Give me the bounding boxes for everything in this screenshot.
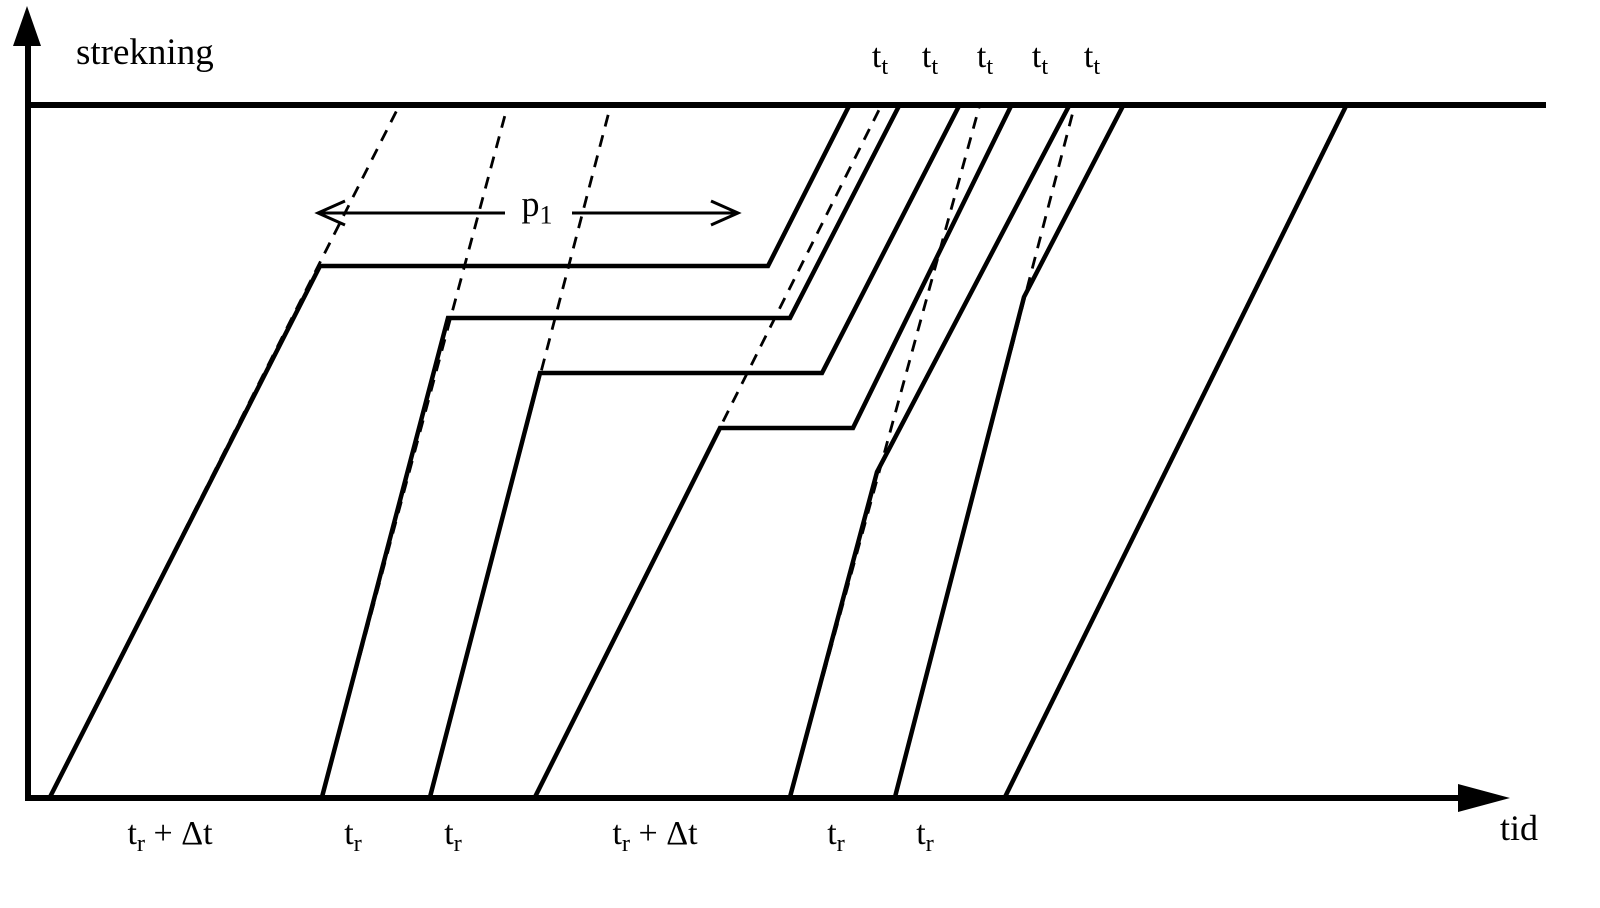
p1-arrowhead-left [314,199,346,227]
undelayed-path-5 [788,103,982,798]
train-path-5 [787,102,1072,798]
departure-time-label-3: tr [444,815,462,857]
departure-time-label-6: tr [916,815,934,857]
departure-time-label-2: tr [344,815,362,857]
undelayed-path-6 [893,103,1077,798]
period-p1-label: p1 [521,184,553,230]
arrival-headway-label-1: tt [871,38,889,80]
train-path-6 [892,102,1126,798]
p1-arrowhead-right [710,199,742,227]
train-path-4 [532,103,1015,799]
undelayed-path-4 [533,103,884,798]
arrival-headway-label-5: tt [1083,38,1101,80]
x-axis-label: tid [1500,808,1539,848]
y-axis-arrowhead [13,6,41,46]
arrival-headway-label-2: tt [921,38,939,80]
train-path-2 [319,102,903,798]
departure-time-label-5: tr [827,815,845,857]
departure-time-label-4: tr + Δt [612,815,698,857]
departure-time-label-1: tr + Δt [127,815,213,857]
arrival-headway-label-3: tt [976,38,994,80]
train-path-7 [1002,103,1350,798]
train-path-3 [427,102,963,798]
x-axis-arrowhead [1458,784,1510,812]
y-axis-label: strekning [76,32,214,73]
undelayed-path-2 [320,103,510,798]
undelayed-path-1 [48,103,402,798]
arrival-headway-label-4: tt [1031,38,1049,80]
undelayed-path-3 [428,103,613,798]
